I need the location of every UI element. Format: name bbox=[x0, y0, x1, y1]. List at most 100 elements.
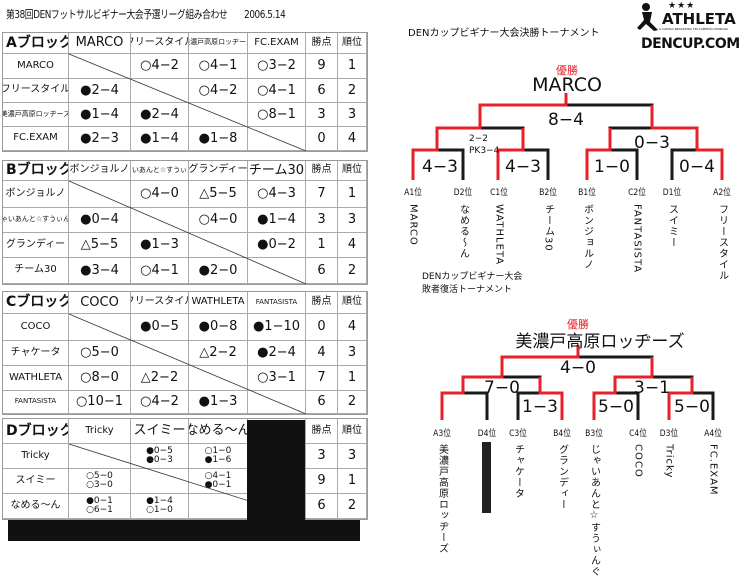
points-header: 勝点 bbox=[306, 419, 338, 444]
points-cell: 0 bbox=[306, 127, 338, 151]
rank-cell: 1 bbox=[338, 181, 367, 208]
rank-cell: 4 bbox=[338, 127, 367, 151]
column-header: COCO bbox=[69, 292, 131, 314]
team-name-vertical: フリースタイル bbox=[716, 204, 728, 281]
seed-label: D1位 bbox=[662, 188, 682, 198]
row-team: COCO bbox=[3, 314, 69, 341]
consolation-winner: 美濃戸高原ロッヂーズ bbox=[515, 332, 685, 352]
rank-cell: 1 bbox=[338, 469, 367, 494]
column-header: じゃいあんと☆すうぃんぐ bbox=[131, 161, 189, 181]
seed-label: A4位 bbox=[704, 429, 722, 439]
row-team: チャケータ bbox=[3, 341, 69, 366]
team-name-vertical: なめる〜ん bbox=[457, 204, 469, 259]
rank-cell: 2 bbox=[338, 494, 367, 519]
column-header: WATHLETA bbox=[189, 292, 248, 314]
column-header: FANTASISTA bbox=[248, 292, 306, 314]
team-name-vertical: じゃいあんと☆すうぃんぐ bbox=[588, 444, 600, 577]
seed-label: B3位 bbox=[585, 429, 603, 439]
c-final-score: 4−0 bbox=[560, 358, 596, 378]
block-name: Aブロック bbox=[3, 33, 69, 54]
column-header: ボンジョルノ bbox=[69, 161, 131, 181]
row-team: ボンジョルノ bbox=[3, 181, 69, 208]
row-team: スイミー bbox=[3, 469, 69, 494]
stars-icon: ★★★ bbox=[668, 1, 696, 11]
rank-header: 順位 bbox=[338, 161, 367, 181]
seed-label: B1位 bbox=[578, 188, 596, 198]
final-winner-path bbox=[411, 93, 724, 180]
rank-cell: 3 bbox=[338, 341, 367, 366]
points-cell: 3 bbox=[306, 103, 338, 127]
points-cell: 4 bbox=[306, 341, 338, 366]
points-cell: 6 bbox=[306, 79, 338, 103]
points-header: 勝点 bbox=[306, 33, 338, 54]
league-block-2: CブロックCOCOフリースタイルWATHLETAFANTASISTA勝点順位CO… bbox=[2, 291, 368, 415]
points-header: 勝点 bbox=[306, 292, 338, 314]
sf2-score: 0−3 bbox=[634, 133, 670, 153]
column-header: グランディー bbox=[189, 161, 248, 181]
c-sf2-score: 3−1 bbox=[634, 378, 670, 398]
rank-cell: 1 bbox=[338, 366, 367, 391]
row-team: FC.EXAM bbox=[3, 127, 69, 151]
row-team: じゃいあんと☆すうぃんぐ bbox=[3, 208, 69, 233]
row-team: チーム30 bbox=[3, 258, 69, 284]
points-cell: 9 bbox=[306, 469, 338, 494]
seed-label: D2位 bbox=[453, 188, 473, 198]
seed-label: D3位 bbox=[659, 429, 679, 439]
row-team: Tricky bbox=[3, 444, 69, 469]
points-cell: 9 bbox=[306, 54, 338, 79]
sf1-score: 2−2 PK3−4 bbox=[469, 134, 500, 156]
redaction-horizontal bbox=[8, 520, 360, 541]
points-header: 勝点 bbox=[306, 161, 338, 181]
rank-cell: 3 bbox=[338, 103, 367, 127]
team-name-vertical: FC.EXAM bbox=[707, 444, 719, 496]
final-winner: MARCO bbox=[532, 74, 602, 96]
rank-cell: 2 bbox=[338, 391, 367, 414]
column-header: MARCO bbox=[69, 33, 131, 54]
team-name-vertical: スイミー bbox=[666, 204, 678, 248]
c-r1b-score: 1−3 bbox=[522, 397, 558, 417]
consolation-title: DENカップビギナー大会 敗者復活トーナメント bbox=[422, 272, 523, 295]
c-sf1-score: 7−0 bbox=[484, 378, 520, 398]
rank-header: 順位 bbox=[338, 292, 367, 314]
points-cell: 1 bbox=[306, 233, 338, 258]
seed-label: A1位 bbox=[404, 188, 422, 198]
points-cell: 3 bbox=[306, 444, 338, 469]
points-cell: 0 bbox=[306, 314, 338, 341]
team-name-vertical: ボンジョルノ bbox=[581, 204, 593, 270]
team-name-vertical: チャケータ bbox=[512, 444, 524, 499]
consolation-winner-label: 優勝 bbox=[567, 318, 589, 331]
seed-label: D4位 bbox=[477, 429, 497, 439]
seed-label: C4位 bbox=[629, 429, 647, 439]
rank-cell: 1 bbox=[338, 54, 367, 79]
seed-label: C2位 bbox=[628, 188, 646, 198]
athleta-logo: ★★★ ATHLETA A CAMISA BRASILEIRA TRI CAMP… bbox=[636, 0, 749, 58]
seed-label: C1位 bbox=[490, 188, 508, 198]
column-header: チーム30 bbox=[248, 161, 306, 181]
c-r1d-score: 5−0 bbox=[674, 397, 710, 417]
league-block-1: Bブロックボンジョルノじゃいあんと☆すうぃんぐグランディーチーム30勝点順位ボン… bbox=[2, 160, 368, 285]
column-header: 美濃戸高原ロッヂーズ bbox=[189, 33, 248, 54]
final-winner-label: 優勝 bbox=[556, 64, 578, 77]
column-header: Tricky bbox=[69, 419, 131, 444]
block-name: Cブロック bbox=[3, 292, 69, 314]
c-r1c-score: 5−0 bbox=[598, 397, 634, 417]
seed-label: C3位 bbox=[509, 429, 527, 439]
points-cell: 6 bbox=[306, 494, 338, 519]
rank-cell: 2 bbox=[338, 258, 367, 284]
column-header: フリースタイル bbox=[131, 292, 189, 314]
row-team: 美濃戸高原ロッヂーズ bbox=[3, 103, 69, 127]
row-team: グランディー bbox=[3, 233, 69, 258]
row-team: WATHLETA bbox=[3, 366, 69, 391]
row-team: フリースタイル bbox=[3, 79, 69, 103]
rank-cell: 2 bbox=[338, 79, 367, 103]
rank-cell: 4 bbox=[338, 233, 367, 258]
seed-label: A2位 bbox=[713, 188, 731, 198]
bracket-lines bbox=[411, 93, 724, 420]
points-cell: 7 bbox=[306, 181, 338, 208]
points-cell: 6 bbox=[306, 391, 338, 414]
team-name-vertical: MARCO bbox=[407, 204, 419, 246]
points-cell: 3 bbox=[306, 208, 338, 233]
r1c-score: 1−0 bbox=[594, 157, 630, 177]
r1b-score: 4−3 bbox=[505, 157, 541, 177]
